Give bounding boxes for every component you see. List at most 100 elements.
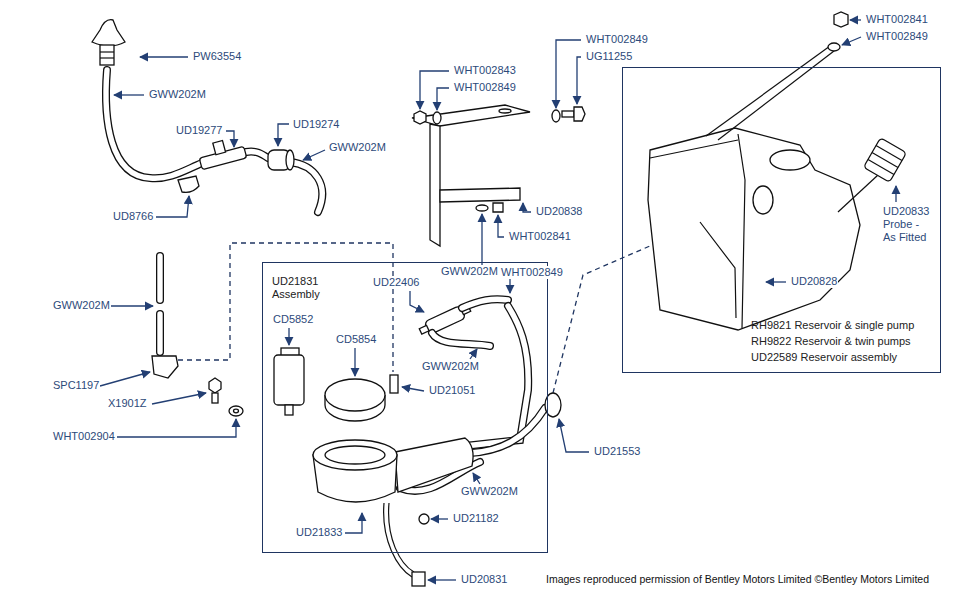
callout-number: WHT002841	[508, 230, 572, 243]
hose	[290, 162, 322, 212]
leader-arrows	[100, 372, 150, 386]
box-text: UD22589 Reservoir assembly	[751, 351, 897, 364]
bracket	[412, 105, 530, 126]
box-text: UD21831 Assembly	[272, 275, 324, 301]
callout-number: GWW202M	[328, 141, 387, 154]
cap	[325, 379, 385, 411]
screw	[828, 12, 848, 51]
callout-number: UD21833	[295, 526, 343, 539]
wire	[389, 503, 414, 572]
washer	[229, 406, 243, 416]
leader-arrows	[498, 215, 504, 237]
screw	[476, 205, 488, 211]
callout-number: UD19274	[292, 118, 340, 131]
leader-arrows	[850, 19, 861, 20]
washer-nozzle	[100, 45, 114, 65]
callout-number: CD5854	[335, 333, 377, 346]
leader-arrows	[345, 513, 362, 533]
callout-number: WHT002849	[865, 30, 929, 43]
bracket	[430, 124, 440, 246]
washer-nozzle	[100, 51, 114, 52]
leader-arrows	[559, 419, 589, 452]
callout-number: WHT002904	[52, 430, 116, 443]
hose	[156, 256, 164, 300]
leader-arrows	[428, 579, 456, 580]
connector	[286, 150, 294, 170]
fitting	[390, 375, 398, 393]
leader-arrows	[410, 291, 424, 312]
valve	[419, 325, 429, 334]
pump	[285, 405, 293, 415]
reservoir	[770, 150, 810, 170]
assembly-box: RH9821 Reservoir & single pumpRH9822 Res…	[622, 67, 941, 373]
callout-number: GWW202M	[52, 299, 111, 312]
housing	[325, 446, 385, 464]
callout-number: UD20828	[790, 275, 838, 288]
leader-arrows	[100, 20, 896, 580]
wire	[412, 572, 425, 586]
probe	[876, 146, 902, 161]
callout-number: WHT002849	[453, 81, 517, 94]
callout-number: SPC1197	[52, 379, 100, 392]
hose	[246, 151, 268, 158]
screw	[552, 107, 585, 122]
leader-arrows	[473, 473, 480, 484]
screw	[212, 393, 218, 403]
hose	[290, 162, 322, 212]
callout-number: UD22406	[372, 276, 420, 289]
screw	[552, 110, 560, 122]
callout-number: CD5852	[272, 313, 314, 326]
hose	[465, 306, 528, 446]
leader-arrows	[140, 56, 188, 57]
leader-arrows	[470, 349, 477, 359]
callout-number: UD21553	[593, 445, 641, 458]
leader-arrows	[354, 348, 355, 376]
o-ring	[545, 393, 561, 417]
callout-number: GWW202M	[440, 265, 499, 278]
leader-arrows	[482, 214, 496, 273]
leader-arrows	[420, 71, 449, 109]
leader-arrows	[114, 94, 144, 95]
hose	[462, 299, 508, 308]
callout-number: WHT002841	[865, 13, 929, 26]
hose	[156, 314, 164, 352]
hose	[432, 333, 490, 346]
plug	[419, 514, 429, 524]
hose-clip	[152, 356, 178, 378]
hose	[157, 314, 162, 352]
screw	[828, 43, 840, 51]
housing	[395, 438, 473, 492]
leader-arrows	[556, 40, 581, 108]
callout-number: UD21182	[452, 512, 500, 525]
housing	[313, 440, 397, 470]
leader-arrows	[500, 272, 510, 293]
dashed-link	[178, 243, 393, 372]
leader-arrows	[117, 419, 236, 437]
t-piece	[196, 136, 246, 170]
probe	[838, 175, 878, 212]
hose-clip	[178, 176, 199, 192]
leader-arrows	[895, 186, 896, 202]
caption: Images reproduced permission of Bentley …	[546, 573, 929, 586]
screw	[476, 203, 503, 212]
cap	[325, 379, 385, 421]
bracket	[440, 188, 520, 202]
hose	[465, 306, 528, 446]
screw	[209, 378, 221, 393]
leader-arrows	[577, 57, 581, 104]
box-text: RH9821 Reservoir & single pump	[751, 319, 914, 332]
reservoir	[706, 46, 830, 136]
box-text: RH9822 Reservoir & twin pumps	[751, 335, 911, 348]
leader-arrows	[111, 305, 153, 306]
hose-clip	[178, 176, 199, 192]
hose	[106, 70, 322, 212]
callout-number: UD20838	[535, 205, 583, 218]
leader-arrows	[226, 131, 234, 147]
callout-number: GWW202M	[148, 88, 207, 101]
callout-number: GWW202M	[421, 360, 480, 373]
washer	[234, 409, 239, 413]
nut	[414, 111, 426, 124]
probe	[868, 159, 894, 174]
